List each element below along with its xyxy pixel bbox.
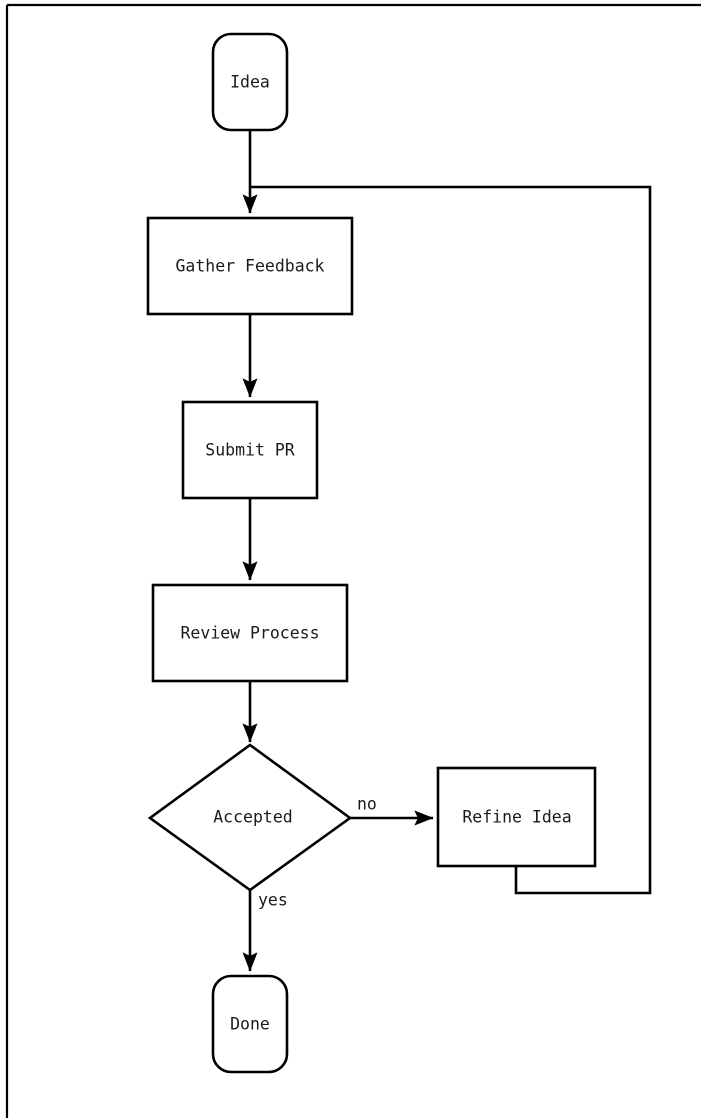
node-idea-label: Idea [230,73,270,92]
edge-refine-idea-loopback-to-gather-feedback [250,185,652,895]
node-gather-feedback-label: Gather Feedback [175,257,324,276]
node-refine-idea[interactable]: Refine Idea [436,766,597,868]
node-refine-idea-label: Refine Idea [462,808,571,827]
node-submit-pr-shape[interactable] [181,400,319,500]
nodes-layer: Idea Gather Feedback Submit PR Review Pr… [146,32,597,1074]
edge-label-yes: yes [258,891,288,910]
node-done-shape[interactable] [211,974,289,1074]
node-submit-pr-label: Submit PR [205,441,294,460]
node-accepted-shape[interactable] [147,743,353,892]
node-done-label: Done [230,1015,270,1034]
node-gather-feedback[interactable]: Gather Feedback [146,216,354,316]
node-idea[interactable]: Idea [211,32,289,132]
node-done[interactable]: Done [211,974,289,1074]
edge-label-no: no [357,795,377,814]
node-idea-shape[interactable] [211,32,289,132]
node-submit-pr[interactable]: Submit PR [181,400,319,500]
page-frame [5,3,701,1118]
node-gather-feedback-shape[interactable] [146,216,354,316]
node-accepted[interactable]: Accepted [147,743,353,892]
node-accepted-label: Accepted [213,808,292,827]
edge-labels-layer: no yes [258,795,377,910]
node-review-process-label: Review Process [180,624,319,643]
node-review-process[interactable]: Review Process [151,583,349,683]
node-review-process-shape[interactable] [151,583,349,683]
node-refine-idea-shape[interactable] [436,766,597,868]
edges-layer [242,130,652,972]
